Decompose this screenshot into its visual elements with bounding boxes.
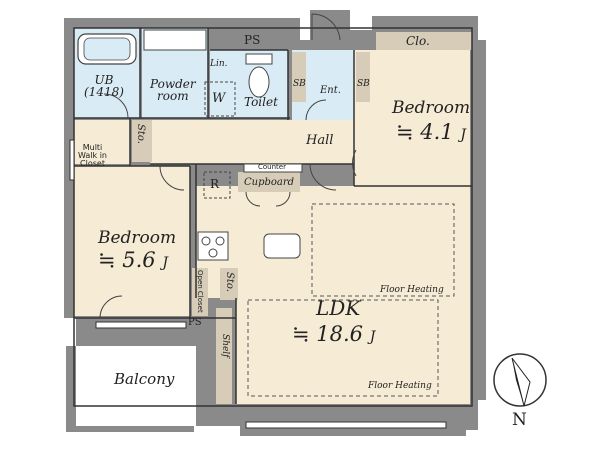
bedroom-left-floor	[74, 166, 190, 316]
shoe-box-right-label: SB	[357, 79, 370, 89]
shelf-label: Shelf	[220, 334, 230, 358]
balcony-floor	[76, 346, 196, 426]
toilet-label: Toilet	[244, 95, 278, 109]
shoe-box-left-label: SB	[293, 79, 306, 89]
floor-heating-upper-label: Floor Heating	[380, 285, 444, 295]
open-closet-label: Open Closet	[196, 270, 204, 313]
bedroom-left-area: ≒ 5.6 J	[98, 248, 168, 272]
bedroom-right-label: Bedroom	[392, 98, 471, 118]
walk-in-closet-label: Multi Walk in Closet	[78, 143, 107, 168]
ldk-area: ≒ 18.6 J	[292, 322, 376, 346]
fridge-box	[203, 171, 231, 199]
hall-label: Hall	[306, 133, 334, 148]
floor-heating-lower-label: Floor Heating	[368, 381, 432, 391]
door-swings	[99, 13, 357, 319]
kitchen-fixtures	[197, 163, 303, 261]
storage-units	[132, 32, 472, 404]
refrigerator-label: R	[210, 177, 220, 191]
counter-label: Counter	[258, 163, 286, 171]
entrance-label: Ent.	[320, 85, 341, 96]
bedroom-left-label: Bedroom	[98, 228, 177, 248]
ldk-label: LDK	[316, 296, 361, 320]
toilet-fixture	[245, 53, 273, 98]
shoe-box-right	[356, 52, 370, 102]
shelf-unit	[216, 308, 232, 404]
vanity	[143, 29, 236, 117]
bedroom-right-area: ≒ 4.1 J	[396, 120, 466, 144]
washer-label: W	[212, 91, 226, 106]
bathtub	[77, 33, 137, 65]
bathroom-label: UB (1418)	[84, 73, 124, 99]
washer-box	[204, 81, 236, 117]
partition-lines	[73, 27, 473, 407]
linen-label: Lin.	[210, 59, 228, 69]
storage-lower-label: Sto.	[224, 272, 235, 292]
cupboard-unit	[238, 172, 300, 192]
cupboard-label: Cupboard	[244, 177, 295, 188]
balcony-label: Balcony	[114, 370, 175, 388]
storage-upper-unit	[132, 120, 152, 162]
windows	[69, 139, 447, 429]
ps-lower-label: PS	[188, 317, 202, 328]
closet-label: Clo.	[406, 34, 430, 48]
walk-in-closet-floor	[74, 120, 130, 164]
hall-floor	[150, 120, 354, 164]
north-compass-icon	[493, 353, 547, 407]
ps-top-label: PS	[244, 33, 261, 47]
closet-unit	[376, 32, 472, 50]
floor-heating-zones	[247, 203, 455, 397]
north-label: N	[512, 410, 527, 430]
bedroom-right-floor	[354, 50, 470, 186]
shoe-box-left	[292, 52, 306, 102]
counter-bar	[243, 163, 303, 173]
storage-upper-label: Sto.	[135, 124, 146, 144]
storage-lower-unit	[220, 268, 238, 300]
powder-room-label: Powder room	[150, 77, 196, 103]
